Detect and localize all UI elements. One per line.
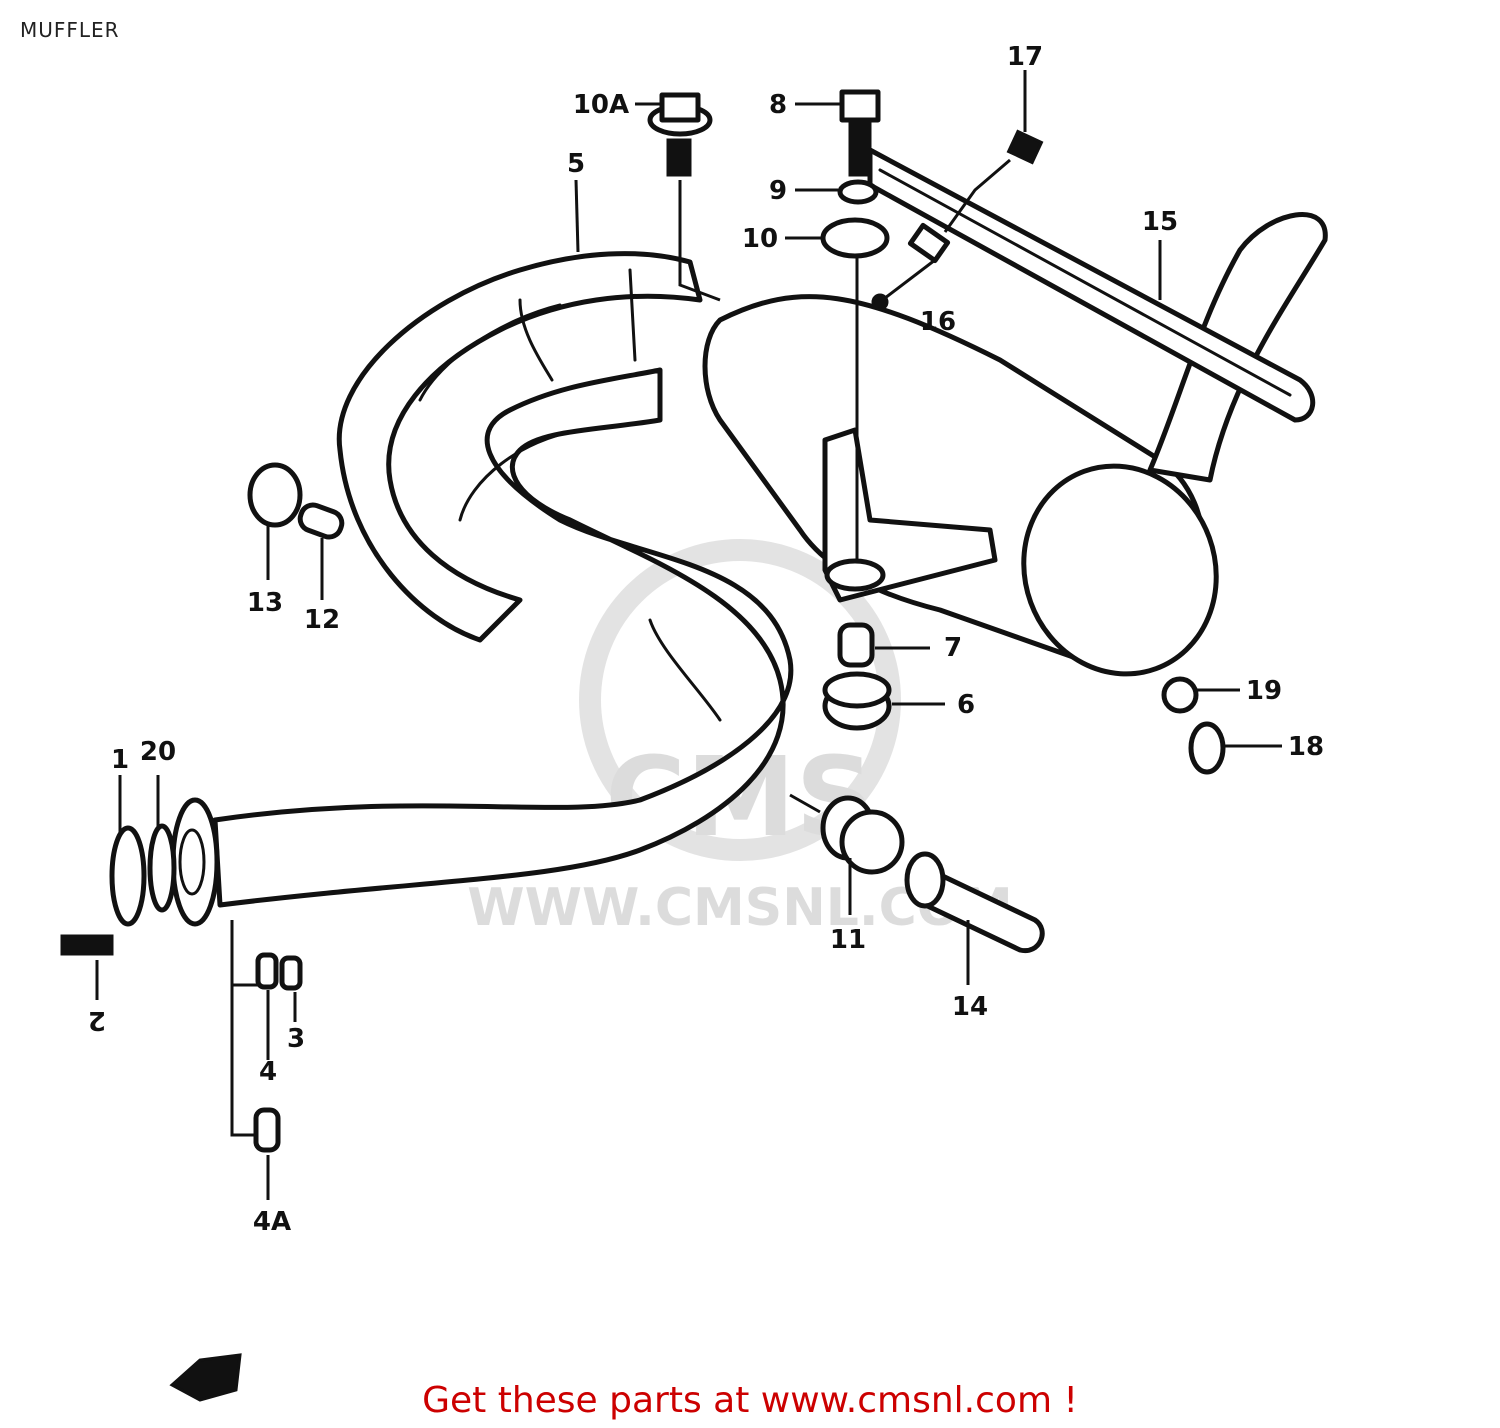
- callout-3: 3: [287, 1024, 305, 1054]
- callout-16: 16: [920, 307, 956, 337]
- page-title: MUFFLER: [20, 18, 120, 42]
- hardware-parts: [60, 89, 1226, 1402]
- callout-6: 6: [957, 690, 975, 720]
- callout-4a: 4A: [253, 1207, 291, 1237]
- callout-9: 9: [769, 176, 787, 206]
- callout-20: 20: [140, 737, 176, 767]
- callout-7: 7: [944, 633, 962, 663]
- callout-10a: 10A: [573, 90, 629, 120]
- callout-14: 14: [952, 992, 988, 1022]
- callout-13: 13: [247, 588, 283, 618]
- footer-link-text[interactable]: Get these parts at www.cmsnl.com !: [422, 1380, 1078, 1421]
- callout-5: 5: [567, 149, 585, 179]
- exhaust-pipe: [170, 251, 794, 927]
- callout-11: 11: [830, 925, 866, 955]
- callout-12: 12: [304, 605, 340, 635]
- callout-18: 18: [1288, 732, 1324, 762]
- callout-15: 15: [1142, 207, 1178, 237]
- callout-10: 10: [742, 224, 778, 254]
- callout-4: 4: [259, 1057, 277, 1087]
- silencer: [702, 147, 1328, 677]
- callout-8: 8: [769, 90, 787, 120]
- callout-2: 2: [88, 1005, 106, 1035]
- callout-19: 19: [1246, 676, 1282, 706]
- leader-lines: [95, 70, 1282, 1200]
- callout-1: 1: [111, 745, 129, 775]
- callouts: 1 2 3 4 4A 5 6 7 8 9 10 10A 11 12 13 14 …: [88, 42, 1324, 1237]
- callout-17: 17: [1007, 42, 1043, 72]
